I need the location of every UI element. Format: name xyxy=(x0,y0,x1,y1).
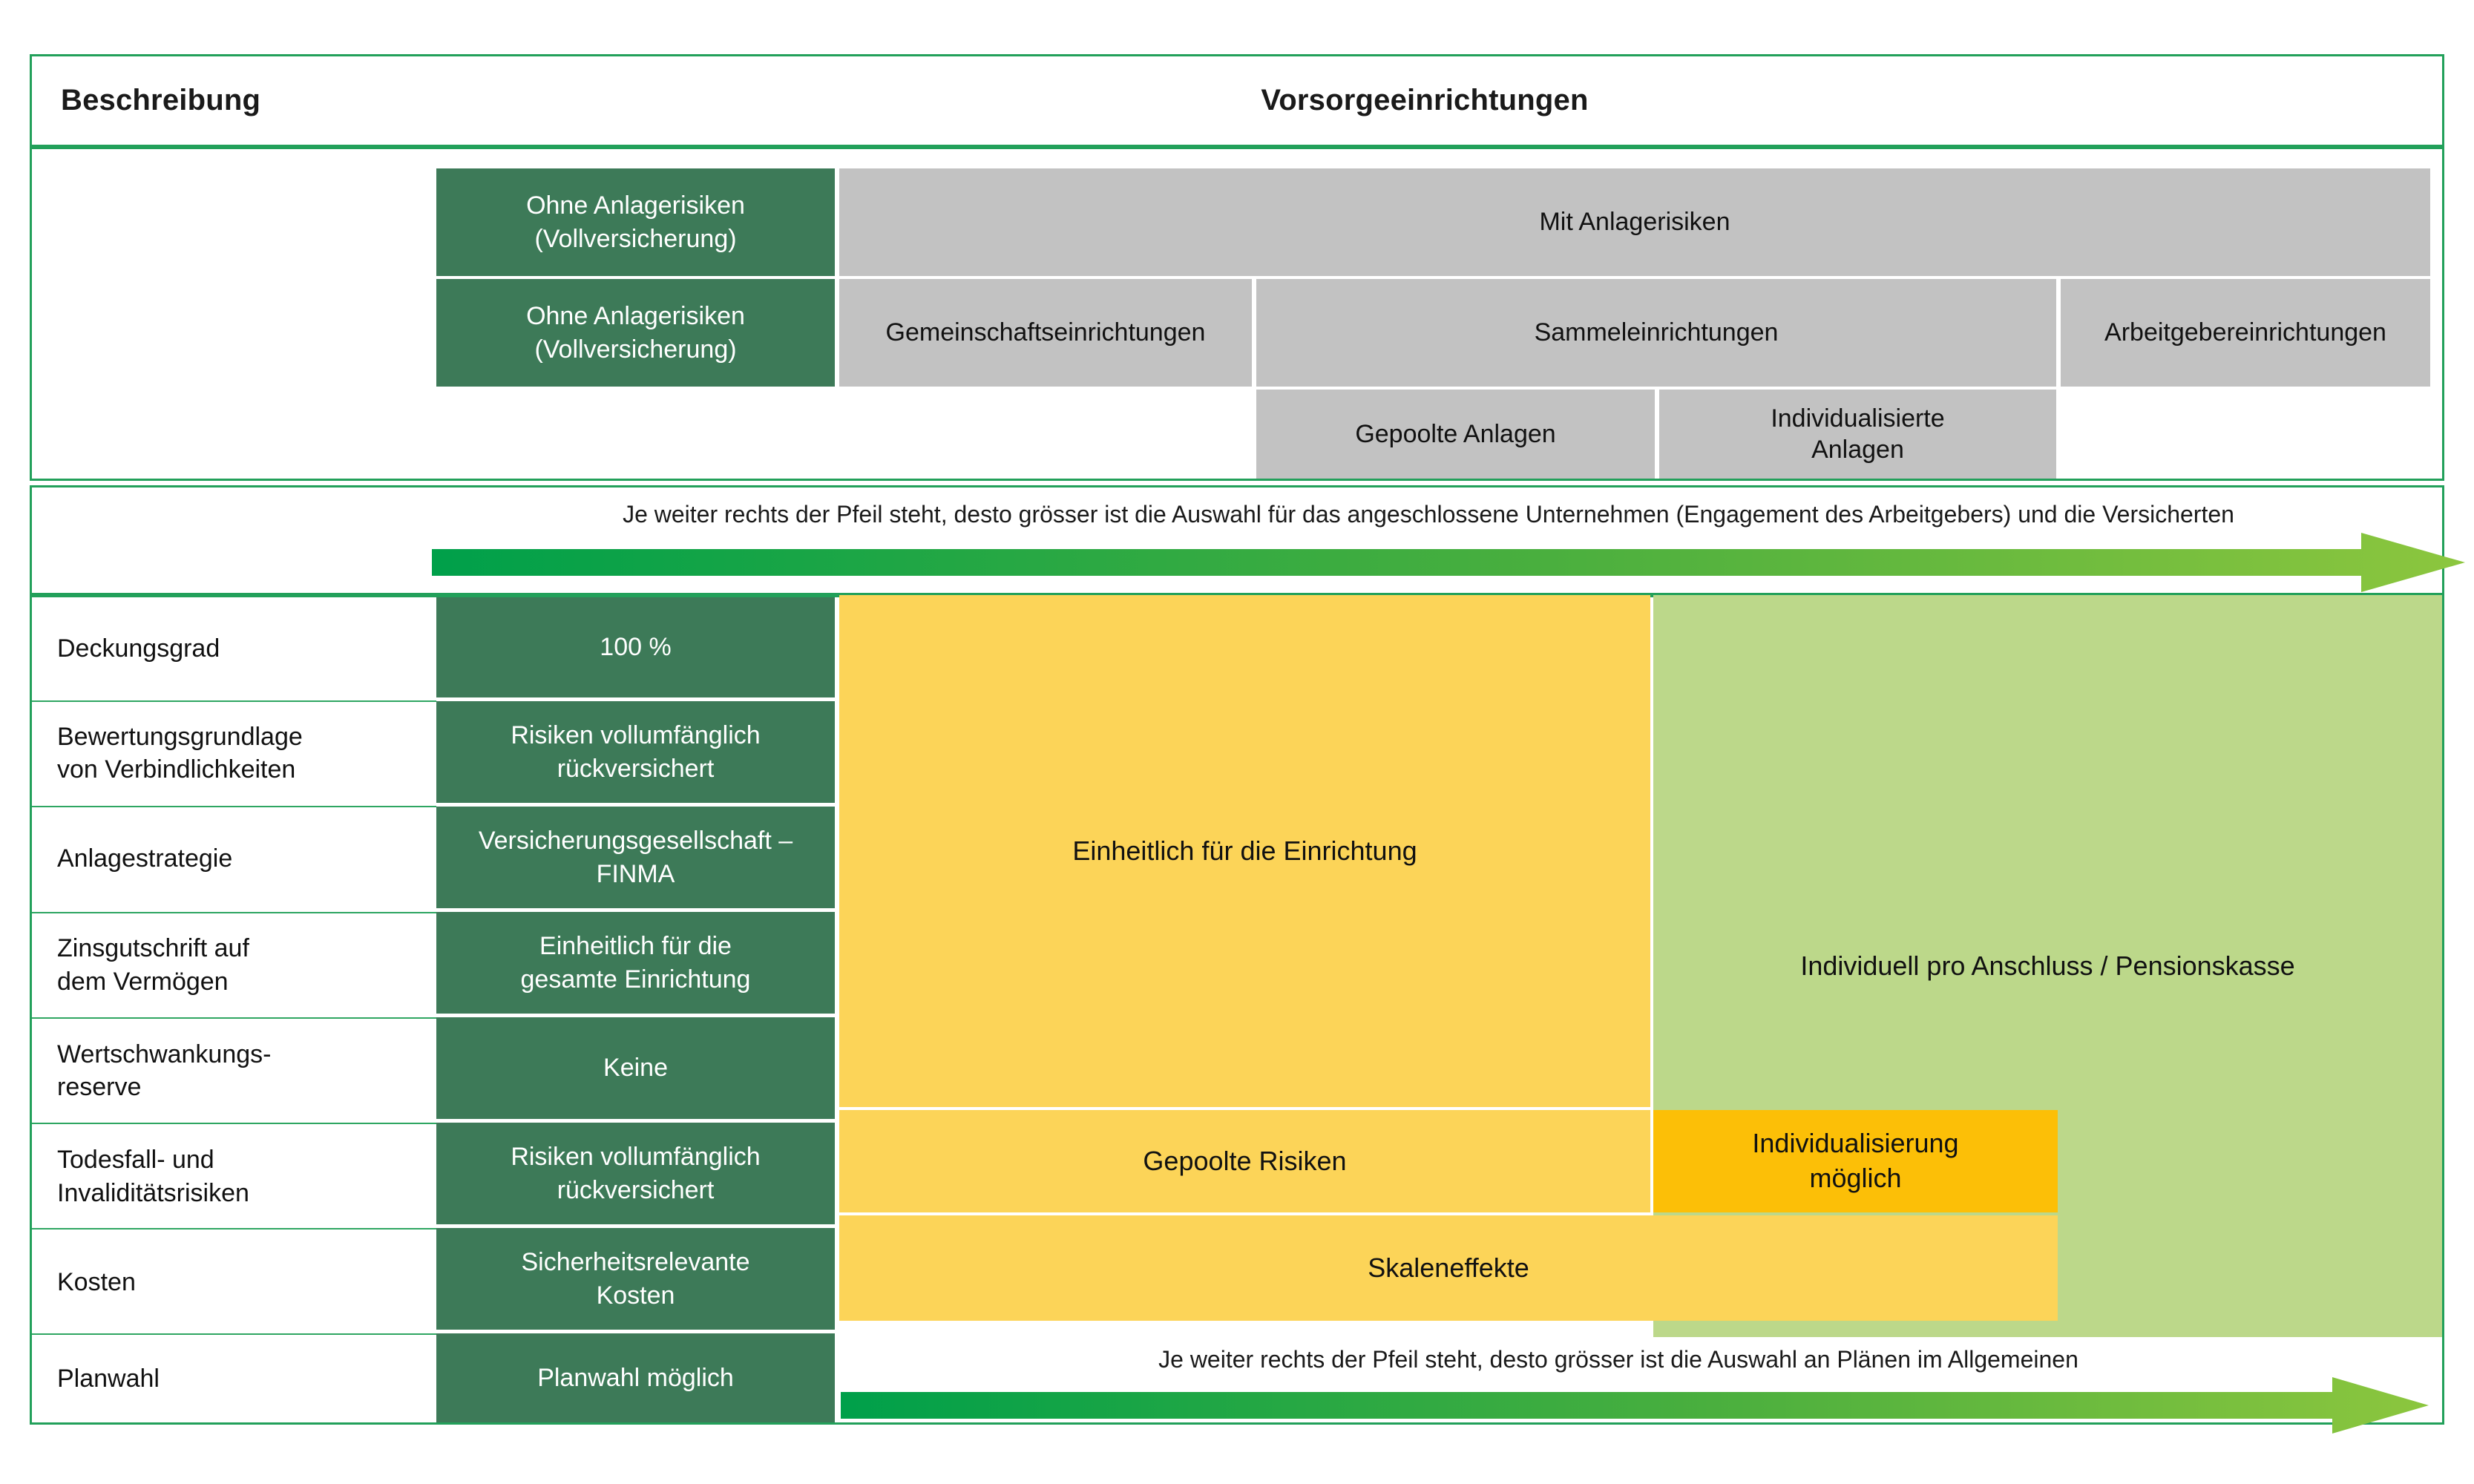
top-arrow-band xyxy=(30,485,2444,595)
row-green-zins-line1: Einheitlich für die xyxy=(539,932,732,961)
cat-gemeinschaftseinrichtungen: Gemeinschaftseinrichtungen xyxy=(839,279,1252,387)
row-green-wertschwankungsreserve: Keine xyxy=(436,1017,835,1119)
row-label-wsr-line2: reserve xyxy=(57,1073,142,1101)
cat-individualisierte-anlagen: Individualisierte Anlagen xyxy=(1659,390,2056,479)
block-indiv-line2: möglich xyxy=(1809,1163,1902,1193)
title-band xyxy=(30,54,2444,147)
row-green-bewertung-line2: rückversichert xyxy=(557,754,715,783)
row-label-planwahl: Planwahl xyxy=(32,1336,436,1422)
row-label-wertschwankungsreserve: Wertschwankungs- reserve xyxy=(32,1018,436,1123)
block-individuell-pro-anschluss: Individuell pro Anschluss / Pensionskass… xyxy=(1653,595,2442,1337)
row-label-kosten: Kosten xyxy=(32,1229,436,1336)
row-divider-5 xyxy=(32,1123,436,1124)
cat-mit-anlagerisiken: Mit Anlagerisiken xyxy=(839,168,2430,276)
block-einheitlich-fuer-die-einrichtung: Einheitlich für die Einrichtung xyxy=(839,595,1650,1107)
cat-dark2-line2: (Vollversicherung) xyxy=(534,335,737,364)
block-gepoolte-risiken: Gepoolte Risiken xyxy=(839,1110,1650,1212)
cat-dark-line2: (Vollversicherung) xyxy=(534,224,737,253)
row-green-bewertungsgrundlage: Risiken vollumfänglich rückversichert xyxy=(436,701,835,803)
row-divider-6 xyxy=(32,1228,436,1229)
block-indiv-line1: Individualisierung xyxy=(1752,1128,1959,1159)
cat-dark-line1: Ohne Anlagerisiken xyxy=(526,191,745,220)
row-green-todesfall-line1: Risiken vollumfänglich xyxy=(511,1143,761,1172)
page-title-vorsorgeeinrichtungen: Vorsorgeeinrichtungen xyxy=(1261,84,1589,116)
row-green-zinsgutschrift: Einheitlich für die gesamte Einrichtung xyxy=(436,912,835,1014)
row-divider-2 xyxy=(32,806,436,807)
category-header-frame xyxy=(30,147,2444,481)
cat-sammeleinrichtungen: Sammeleinrichtungen xyxy=(1256,279,2056,387)
row-green-planwahl: Planwahl möglich xyxy=(436,1333,835,1422)
top-arrow-icon xyxy=(432,533,2465,592)
row-divider-4 xyxy=(32,1017,436,1019)
row-label-zins-line2: dem Vermögen xyxy=(57,967,229,996)
row-label-deckungsgrad: Deckungsgrad xyxy=(32,597,436,700)
row-green-todesfall-invaliditaet: Risiken vollumfänglich rückversichert xyxy=(436,1123,835,1224)
bottom-arrow-icon xyxy=(841,1377,2429,1434)
cat-dark2-line1: Ohne Anlagerisiken xyxy=(526,302,745,331)
row-divider-1 xyxy=(32,700,436,702)
row-label-bewertung-line2: von Verbindlichkeiten xyxy=(57,755,296,784)
row-label-zinsgutschrift: Zinsgutschrift auf dem Vermögen xyxy=(32,912,436,1018)
row-label-wsr-line1: Wertschwankungs- xyxy=(57,1040,272,1068)
row-green-deckungsgrad: 100 % xyxy=(436,597,835,697)
cat-dark-ohne-anlagerisiken-1: Ohne Anlagerisiken (Vollversicherung) xyxy=(436,168,835,276)
block-individualisierung-moeglich: Individualisierung möglich xyxy=(1653,1110,2058,1212)
row-green-kosten: Sicherheitsrelevante Kosten xyxy=(436,1228,835,1330)
row-green-bewertung-line1: Risiken vollumfänglich xyxy=(511,721,761,750)
row-label-bewertung-line1: Bewertungsgrundlage xyxy=(57,722,303,751)
row-label-todesfall-line2: Invaliditätsrisiken xyxy=(57,1178,249,1207)
row-divider-3 xyxy=(32,912,436,913)
row-green-anlagestrategie: Versicherungsgesellschaft – FINMA xyxy=(436,807,835,908)
bottom-arrow-caption: Je weiter rechts der Pfeil steht, desto … xyxy=(1158,1345,2078,1373)
row-green-kosten-line2: Kosten xyxy=(596,1281,675,1310)
page-title-beschreibung: Beschreibung xyxy=(61,84,261,116)
cat-arbeitgebereinrichtungen: Arbeitgebereinrichtungen xyxy=(2061,279,2430,387)
row-green-anlage-line1: Versicherungsgesellschaft – xyxy=(478,827,793,856)
row-label-zins-line1: Zinsgutschrift auf xyxy=(57,934,249,963)
row-green-zins-line2: gesamte Einrichtung xyxy=(520,965,751,994)
block-skaleneffekte: Skaleneffekte xyxy=(839,1215,2058,1321)
cat-dark-ohne-anlagerisiken-2: Ohne Anlagerisiken (Vollversicherung) xyxy=(436,279,835,387)
row-label-todesfall-invaliditaet: Todesfall- und Invaliditätsrisiken xyxy=(32,1123,436,1229)
row-green-anlage-line2: FINMA xyxy=(596,859,675,888)
cat-gepoolte-anlagen: Gepoolte Anlagen xyxy=(1256,390,1655,479)
row-label-anlagestrategie: Anlagestrategie xyxy=(32,806,436,912)
row-green-kosten-line1: Sicherheitsrelevante xyxy=(521,1248,750,1277)
row-divider-7 xyxy=(32,1333,436,1335)
cat-indiv-line1: Individualisierte xyxy=(1771,404,1945,433)
row-label-bewertungsgrundlage: Bewertungsgrundlage von Verbindlichkeite… xyxy=(32,700,436,806)
row-green-todesfall-line2: rückversichert xyxy=(557,1175,715,1204)
row-label-todesfall-line1: Todesfall- und xyxy=(57,1146,214,1175)
top-arrow-caption: Je weiter rechts der Pfeil steht, desto … xyxy=(623,500,2234,528)
cat-indiv-line2: Anlagen xyxy=(1811,436,1904,464)
